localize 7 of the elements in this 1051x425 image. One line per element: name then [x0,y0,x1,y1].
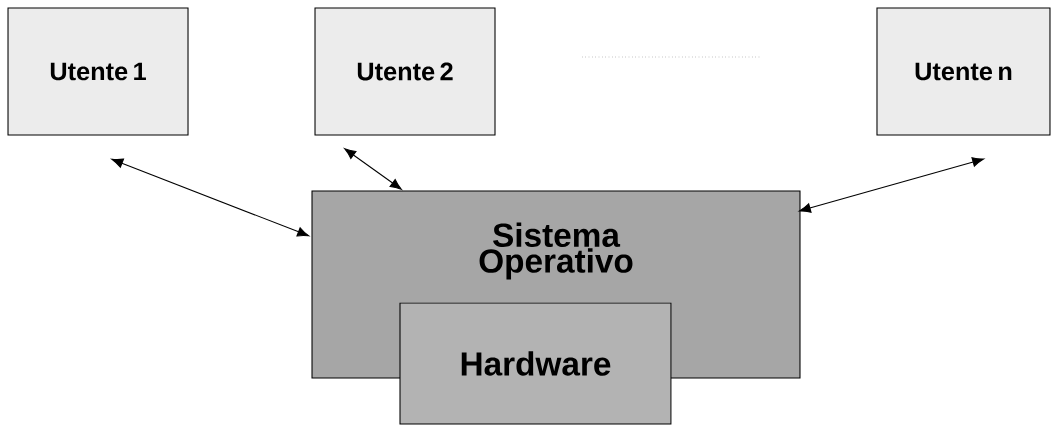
user-box: Utente 2 [314,7,496,136]
arrow [344,148,402,190]
user-box: Utente 1 [7,7,189,136]
user-box: Utente n [876,7,1051,136]
arrow [799,157,985,213]
hardware-box: Hardware [399,302,672,425]
arrow [111,158,310,237]
